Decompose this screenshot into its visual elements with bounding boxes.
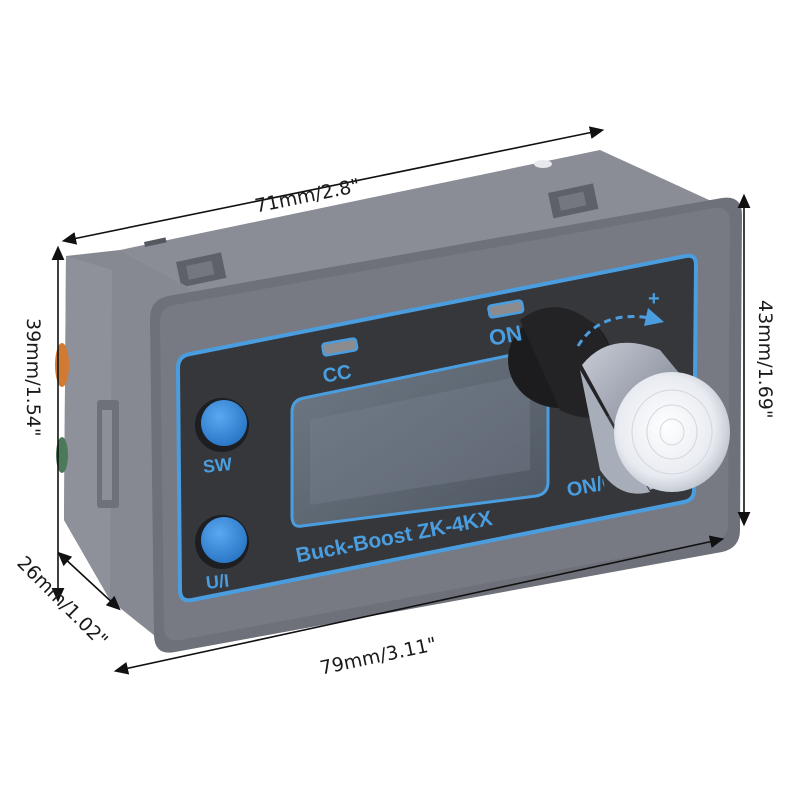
ui-label: U/I xyxy=(205,570,230,593)
dimension-right-height: 43mm/1.69" xyxy=(754,300,776,419)
sw-button[interactable] xyxy=(195,398,249,452)
plus-icon: + xyxy=(648,288,660,310)
lcd-screen xyxy=(290,348,550,528)
dimension-lines xyxy=(51,126,751,675)
ui-button[interactable] xyxy=(195,515,249,569)
cc-led xyxy=(321,337,359,357)
rotate-direction-icon xyxy=(576,308,664,347)
on-led xyxy=(487,299,525,319)
adjust-knob[interactable] xyxy=(508,307,730,494)
dimension-left-height: 39mm/1.54" xyxy=(22,318,44,437)
sw-label: SW xyxy=(202,453,233,477)
